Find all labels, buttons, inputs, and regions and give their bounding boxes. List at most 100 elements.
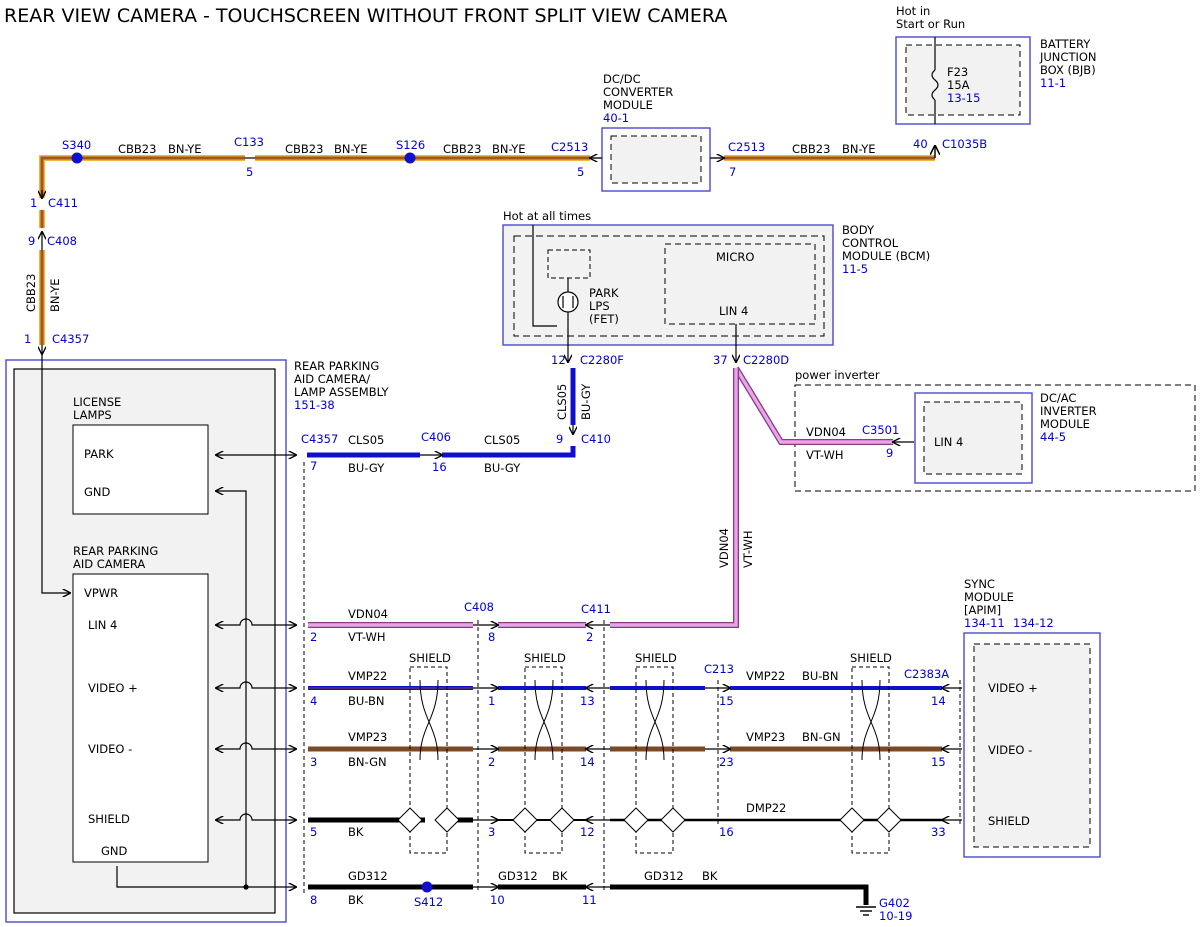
sync-video-minus: VIDEO -: [988, 743, 1032, 757]
camera-shield: SHIELD: [88, 812, 130, 826]
diagram-title: REAR VIEW CAMERA - TOUCHSCREEN WITHOUT F…: [4, 5, 727, 27]
top-wire-2: CBB23: [285, 142, 323, 156]
sync-video-plus: VIDEO +: [988, 681, 1038, 695]
bcm-micro-label: MICRO: [716, 250, 754, 264]
vm-pin-5: 15: [931, 755, 946, 769]
splice-dots: [71, 152, 433, 893]
vp-wire-1: VMP22: [348, 669, 387, 683]
sh-wire: DMP22: [746, 801, 786, 815]
sh-pin-2: 3: [488, 825, 495, 839]
vp-pin-1: 4: [310, 694, 317, 708]
cls05-wire-1: CLS05: [348, 433, 384, 447]
lamps-label-1: LICENSE: [73, 395, 121, 409]
top-wire-4: CBB23: [792, 142, 830, 156]
fuse-ref: 13-15: [947, 91, 980, 105]
top-wire-3: CBB23: [443, 142, 481, 156]
bjb-pin: 40: [913, 137, 928, 151]
shield-label-4: SHIELD: [850, 651, 892, 665]
lin-row-wire: VDN04: [348, 607, 388, 621]
inverter-module-inner: [923, 401, 1023, 475]
bjb-connector: C1035B: [942, 137, 987, 151]
conn-c2383a: C2383A: [904, 667, 949, 681]
rear-label-1: REAR PARKING: [294, 359, 379, 373]
cls05-vertical-color: BU-GY: [579, 383, 593, 420]
gnd-wire-1: GD312: [348, 869, 388, 883]
top-color-2: BN-YE: [334, 142, 368, 156]
gnd-color-2: BK: [552, 869, 568, 883]
c410-pin: 9: [556, 432, 563, 446]
rear-assembly-outline: [5, 359, 287, 923]
sync-label-3: [APIM]: [964, 603, 1001, 617]
connector-stubs: [245, 157, 730, 887]
vm-pin-2: 2: [488, 755, 495, 769]
vp-pin-2: 1: [488, 694, 495, 708]
vm-color-1: BN-GN: [348, 755, 387, 769]
sh-pin-1: 5: [310, 825, 317, 839]
bjb-label-3: BOX (BJB): [1040, 63, 1096, 77]
conn-c4357-park: C4357: [301, 432, 338, 446]
camera-label-1: REAR PARKING: [73, 544, 158, 558]
sync-shield: SHIELD: [988, 814, 1030, 828]
bjb-note-1: Hot in: [896, 4, 930, 18]
bcm-lin: LIN 4: [719, 304, 748, 318]
cls05-color-1: BU-GY: [348, 461, 385, 475]
bcm-park-1: PARK: [589, 286, 619, 300]
bcm-fet-box: [547, 249, 591, 279]
camera-lin: LIN 4: [88, 618, 117, 632]
bcm-ref: 11-5: [842, 262, 868, 276]
cls05-wire-2: CLS05: [484, 433, 520, 447]
shield-label-2: SHIELD: [524, 651, 566, 665]
dcdc-inner: [610, 135, 702, 184]
lamps-gnd: GND: [84, 485, 111, 499]
top-color-4: BN-YE: [842, 142, 876, 156]
bcm-park-3: (FET): [589, 312, 619, 326]
rear-label-3: LAMP ASSEMBLY: [294, 385, 389, 399]
bjb-fuse-path: [931, 37, 939, 124]
shield-label-1: SHIELD: [409, 651, 451, 665]
twisted-pair-shields: [397, 666, 902, 854]
vm-pin-4: 23: [719, 755, 734, 769]
inverter-label-2: INVERTER: [1040, 404, 1097, 418]
sh-pin-4: 16: [719, 825, 734, 839]
vm-pin-1: 3: [310, 755, 317, 769]
vp-color-1: BU-BN: [348, 694, 385, 708]
camera-vpwr: VPWR: [84, 586, 118, 600]
top-color-1: BN-YE: [168, 142, 202, 156]
sync-label-1: SYNC: [964, 577, 995, 591]
inverter-ref: 44-5: [1040, 430, 1066, 444]
c4357-top-pin: 1: [24, 332, 31, 346]
bcm-label-2: CONTROL: [842, 236, 899, 250]
lamps-park: PARK: [84, 447, 114, 461]
bcm-hot-path: [532, 225, 736, 362]
cls05-vertical-wire: CLS05: [555, 384, 569, 420]
c3501-pin: 9: [886, 446, 893, 460]
splice-s126: S126: [396, 138, 425, 152]
inverter-color: VT-WH: [806, 448, 844, 462]
rear-ref: 151-38: [294, 398, 335, 412]
conn-c2280d: C2280D: [743, 353, 789, 367]
bjb-inner: [905, 44, 1021, 116]
lin-row-color: VT-WH: [348, 630, 386, 644]
dcdc-label-1: DC/DC: [603, 72, 641, 86]
conn-c2513-right: C2513: [728, 140, 765, 154]
bcm-micro-box: [664, 243, 816, 325]
license-lamps-box: [72, 424, 209, 515]
sh-pin-3: 12: [580, 825, 595, 839]
gnd-color-3: BK: [702, 869, 718, 883]
ground-g402-ref: 10-19: [879, 909, 912, 923]
bn-ye-left-run: [42, 210, 70, 593]
conn-c213: C213: [704, 662, 734, 676]
gnd-pin-3: 11: [582, 893, 597, 907]
bjb-ref: 11-1: [1040, 76, 1066, 90]
vp-color-2: BU-BN: [802, 669, 839, 683]
lin-pin-cam: 2: [310, 630, 317, 644]
sh-color-1: BK: [348, 825, 364, 839]
power-inverter-title: power inverter: [795, 368, 880, 382]
c408-pin: 9: [28, 234, 35, 248]
vp-pin-4: 15: [719, 694, 734, 708]
camera-video-plus: VIDEO +: [88, 681, 138, 695]
left-color: BN-YE: [48, 278, 62, 312]
c411-row-pin: 2: [586, 630, 593, 644]
